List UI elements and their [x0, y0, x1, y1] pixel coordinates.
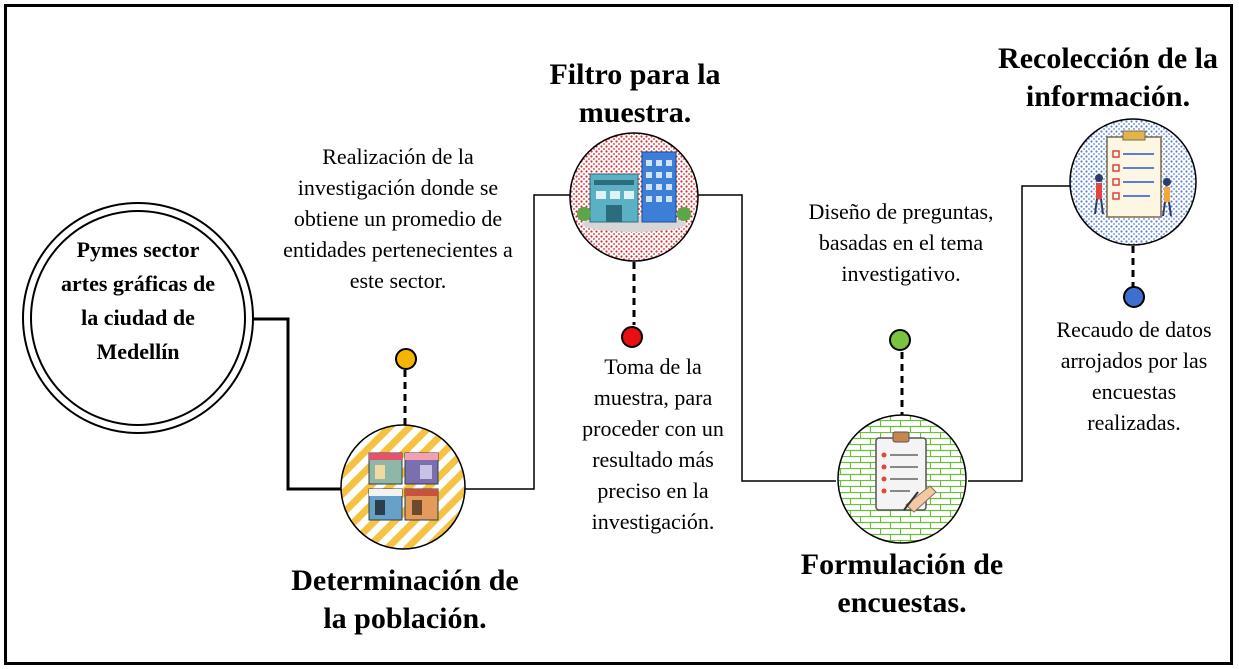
step3-circle	[837, 414, 967, 544]
connector-step3-to-step4	[968, 185, 1070, 482]
step2-circle	[569, 132, 699, 262]
step2-description: Toma de la muestra, para proceder con un…	[582, 354, 724, 534]
step4-dot	[1123, 286, 1145, 308]
step1-title: Determinación de la población.	[291, 564, 519, 635]
clipboard-form-icon	[875, 431, 937, 513]
step4-description: Recaudo de datos arrojados por las encue…	[1056, 317, 1212, 435]
step1-dot	[395, 348, 417, 370]
connector-start-to-step1	[252, 317, 342, 491]
step2-title: Filtro para la muestra.	[549, 58, 721, 129]
step1-circle	[340, 424, 466, 550]
step3-description: Diseño de preguntas, basadas en el tema …	[808, 199, 994, 286]
step4-title: Recolección de la información.	[998, 42, 1218, 113]
connector-step1-to-step2	[463, 194, 570, 490]
step4-circle	[1069, 118, 1197, 246]
step2-dot	[621, 326, 643, 348]
checklist-board-icon	[1094, 130, 1172, 218]
step1-description: Realización de la investigación donde se…	[283, 144, 513, 293]
step3-title: Formulación de encuestas.	[800, 548, 1004, 619]
start-node	[22, 202, 254, 434]
storefronts-icon	[368, 452, 439, 521]
buildings-icon	[577, 151, 691, 232]
start-node-label: Pymes sector artes gráficas de la ciudad…	[61, 237, 215, 364]
connector-step2-to-step3	[698, 194, 836, 482]
step3-dot	[889, 329, 911, 351]
